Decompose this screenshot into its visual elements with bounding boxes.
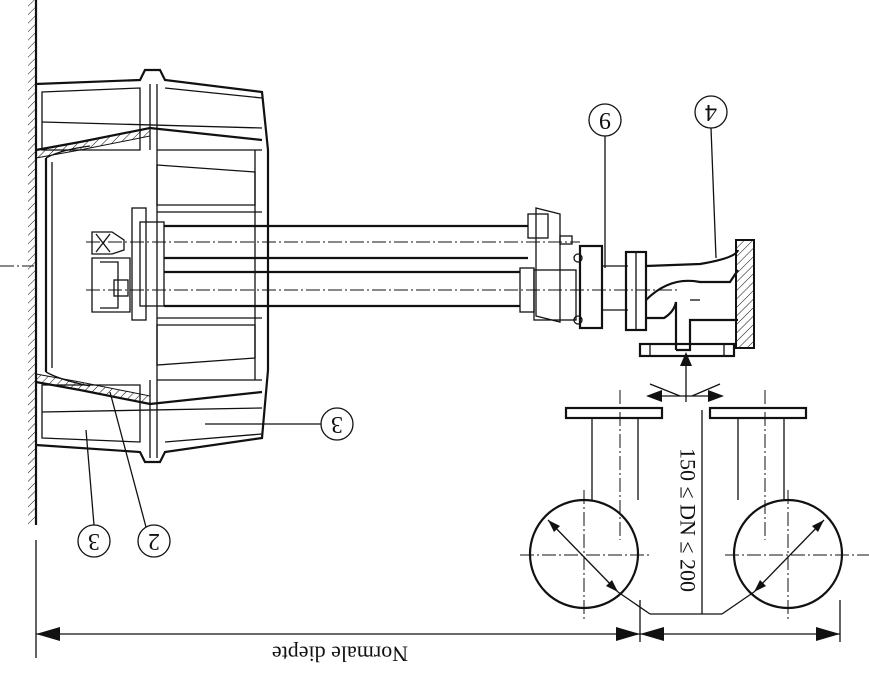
callout-9-label: 9 <box>599 107 611 133</box>
wall <box>28 0 38 525</box>
depth-dimension: Normale diepte <box>36 600 841 667</box>
callout-3-left-label: 3 <box>88 528 100 554</box>
callout-9: 9 <box>588 103 622 268</box>
centre-lines <box>0 241 869 620</box>
pipe-sections <box>528 406 844 615</box>
callout-2: 2 <box>109 391 171 558</box>
guide-pipes <box>164 224 528 308</box>
pipe-range-label: 150 ≤ DN ≤ 200 <box>676 448 701 592</box>
discharge-assembly <box>519 207 755 358</box>
callout-3-right-label: 3 <box>331 411 343 437</box>
callout-2-label: 2 <box>148 528 160 554</box>
shaft-assembly <box>91 207 165 321</box>
callout-4-label: 4 <box>705 99 717 125</box>
pump-housing <box>35 68 270 464</box>
callout-3-left: 3 <box>77 429 111 558</box>
callout-4: 4 <box>694 95 728 259</box>
callout-3-right: 3 <box>205 407 354 441</box>
depth-label: Normale diepte <box>272 642 408 667</box>
spacing-arrows <box>646 352 724 402</box>
